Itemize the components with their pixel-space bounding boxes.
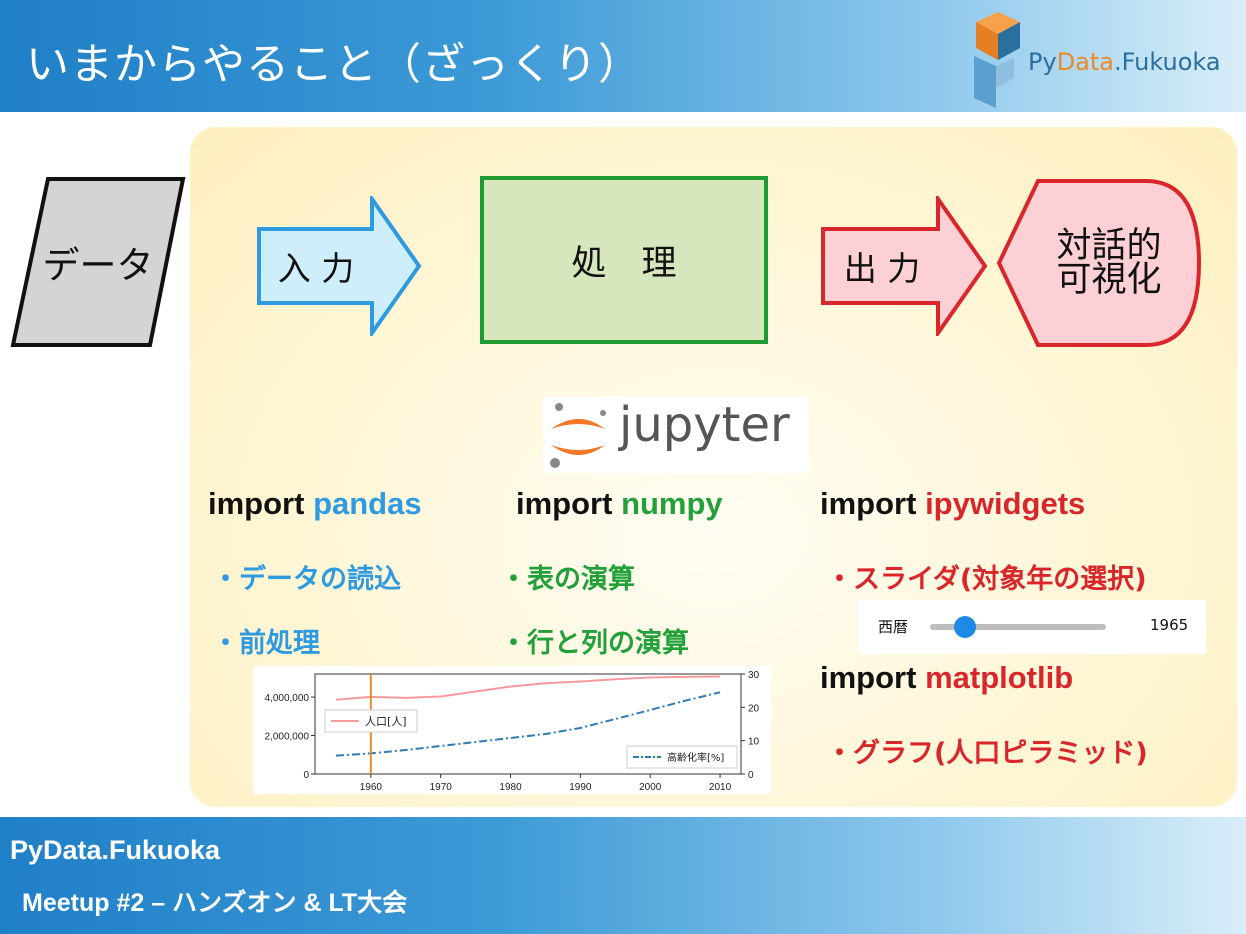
visualization-display: 対話的 可視化 bbox=[996, 178, 1202, 348]
logo-prefix: Py bbox=[1028, 48, 1057, 76]
pandas-bullet-2: ・前処理 bbox=[212, 628, 320, 659]
matplotlib-bullet-1: ・グラフ(人口ピラミッド) bbox=[826, 738, 1148, 769]
slider-label: 西暦 bbox=[878, 618, 909, 636]
slider-track[interactable] bbox=[930, 624, 1106, 630]
logo-highlight: Data bbox=[1056, 48, 1114, 76]
input-arrow: 入 力 bbox=[256, 196, 422, 336]
y-left-tick-label: 2,000,000 bbox=[265, 732, 310, 743]
series-population-line bbox=[335, 675, 721, 701]
y-right-tick-label: 30 bbox=[748, 670, 760, 681]
legend-population-box bbox=[324, 709, 418, 733]
output-arrow: 出 力 bbox=[820, 196, 988, 336]
numpy-bullet-1: ・表の演算 bbox=[500, 564, 635, 595]
jupyter-orbit-icon bbox=[550, 403, 606, 468]
cube-logo-icon bbox=[974, 12, 1020, 108]
output-arrow-label: 出 力 bbox=[843, 249, 921, 288]
x-tick-label: 2000 bbox=[639, 782, 662, 793]
legend-aging-box bbox=[626, 745, 738, 769]
pandas-bullet-1: ・データの読込 bbox=[212, 564, 401, 595]
module-pandas: pandas bbox=[313, 486, 422, 521]
footer-event: Meetup #2 – ハンズオン & LT大会 bbox=[22, 889, 408, 917]
logo-text: PyData.Fukuoka bbox=[1028, 48, 1221, 76]
input-arrow-label: 入 力 bbox=[277, 249, 355, 288]
header-bar: いまからやること（ざっくり） PyData.Fukuoka bbox=[0, 0, 1246, 112]
data-node: データ bbox=[10, 176, 186, 348]
x-tick-label: 2010 bbox=[709, 782, 732, 793]
y-left-tick-label: 0 bbox=[303, 770, 309, 781]
module-ipywidgets: ipywidgets bbox=[925, 486, 1086, 521]
import-ipywidgets: import ipywidgets bbox=[820, 486, 1085, 522]
pydata-logo: PyData.Fukuoka bbox=[968, 8, 1238, 112]
slider-handle[interactable] bbox=[954, 616, 977, 638]
visualization-label: 対話的 可視化 bbox=[996, 178, 1202, 348]
x-tick-label: 1980 bbox=[499, 782, 522, 793]
import-pandas: import pandas bbox=[208, 486, 422, 522]
legend-aging-label: 高齢化率[%] bbox=[667, 751, 724, 764]
x-tick-label: 1990 bbox=[569, 782, 592, 793]
numpy-bullet-2: ・行と列の演算 bbox=[500, 628, 689, 659]
y-right-tick-label: 10 bbox=[748, 737, 760, 748]
legend-population-label: 人口[人] bbox=[365, 715, 407, 728]
series-aging-line bbox=[335, 691, 721, 757]
footer-org: PyData.Fukuoka bbox=[10, 835, 221, 865]
ipywidgets-bullet-1: ・スライダ(対象年の選択) bbox=[826, 564, 1147, 595]
jupyter-label: jupyter bbox=[619, 397, 790, 453]
data-node-label: データ bbox=[42, 244, 154, 287]
module-numpy: numpy bbox=[621, 486, 723, 521]
plot-frame bbox=[314, 673, 742, 775]
import-keyword: import bbox=[516, 486, 613, 521]
year-slider-widget: 西暦 1965 bbox=[858, 600, 1206, 654]
import-matplotlib: import matplotlib bbox=[820, 660, 1073, 696]
import-keyword: import bbox=[820, 486, 917, 521]
module-matplotlib: matplotlib bbox=[925, 660, 1074, 695]
slide-title: いまからやること（ざっくり） bbox=[26, 40, 642, 90]
import-keyword: import bbox=[820, 660, 917, 695]
import-keyword: import bbox=[208, 486, 305, 521]
visualization-line2: 可視化 bbox=[1056, 260, 1162, 300]
x-tick-label: 1970 bbox=[430, 782, 453, 793]
x-tick-label: 1960 bbox=[360, 782, 383, 793]
y-left-tick-label: 4,000,000 bbox=[265, 693, 310, 704]
slider-value: 1965 bbox=[1150, 616, 1189, 634]
visualization-line1: 対話的 bbox=[1056, 226, 1162, 266]
logo-suffix: .Fukuoka bbox=[1114, 48, 1221, 76]
footer-bar: PyData.Fukuoka Meetup #2 – ハンズオン & LT大会 bbox=[0, 817, 1246, 934]
jupyter-logo: jupyter bbox=[543, 397, 809, 473]
y-right-tick-label: 0 bbox=[748, 770, 754, 781]
import-numpy: import numpy bbox=[516, 486, 723, 522]
y-right-tick-label: 20 bbox=[748, 703, 760, 714]
process-box: 処 理 bbox=[480, 176, 768, 344]
process-box-label: 処 理 bbox=[571, 243, 677, 284]
